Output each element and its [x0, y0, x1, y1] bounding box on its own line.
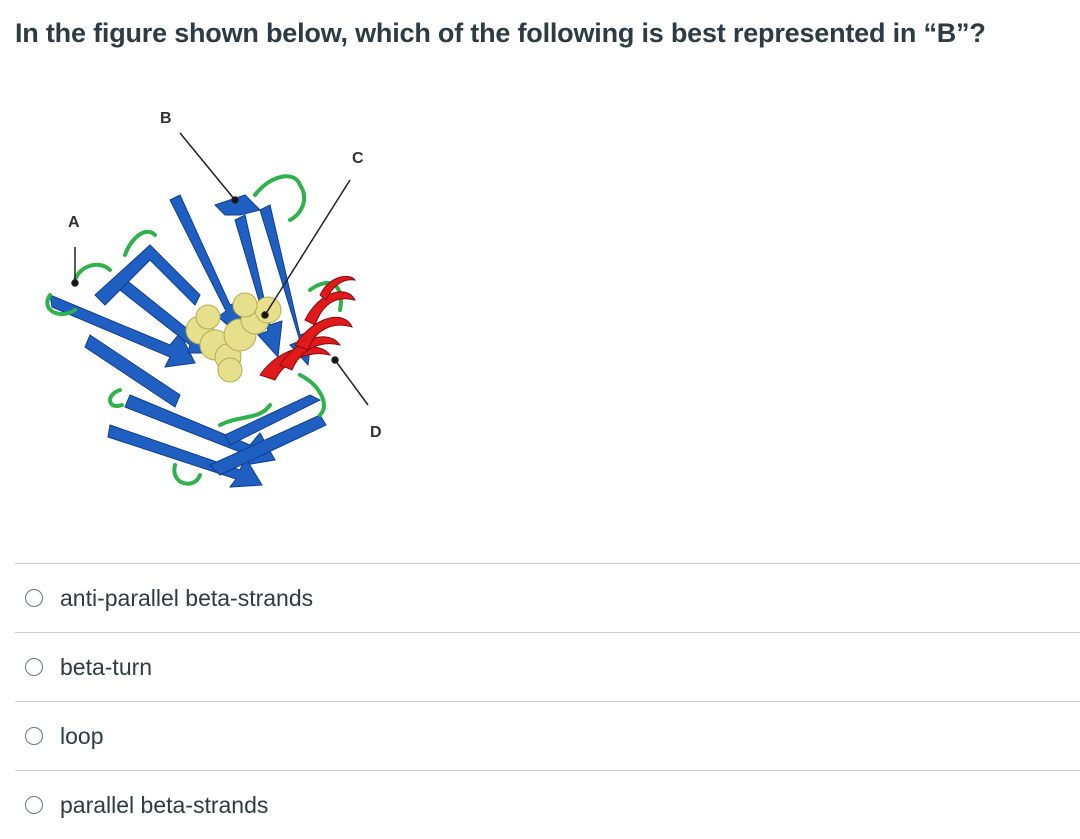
alpha-helix — [259, 275, 357, 381]
question-text: In the figure shown below, which of the … — [15, 18, 986, 48]
radio-button[interactable] — [25, 589, 43, 607]
ligand-spheres — [185, 292, 282, 383]
label-c: C — [352, 150, 364, 167]
answer-label: anti-parallel beta-strands — [60, 584, 314, 611]
answer-option[interactable]: loop — [15, 702, 1080, 771]
radio-button[interactable] — [25, 796, 43, 814]
label-a: A — [68, 214, 80, 231]
answer-option[interactable]: anti-parallel beta-strands — [15, 564, 1080, 633]
beta-strands — [49, 194, 327, 488]
label-b: B — [160, 110, 172, 127]
radio-button[interactable] — [25, 727, 43, 745]
answer-label: loop — [60, 722, 104, 749]
protein-structure-figure: A B C D — [45, 110, 382, 488]
answer-list: anti-parallel beta-strands beta-turn loo… — [15, 563, 1080, 839]
label-d: D — [370, 424, 382, 441]
answer-option[interactable]: beta-turn — [15, 633, 1080, 702]
answer-option[interactable]: parallel beta-strands — [15, 771, 1080, 839]
answer-label: parallel beta-strands — [60, 791, 269, 818]
answer-label: beta-turn — [60, 653, 153, 680]
radio-button[interactable] — [25, 658, 43, 676]
loops — [45, 174, 343, 486]
figure-labels: A B C D — [68, 110, 382, 441]
pointer-lines — [71, 132, 369, 406]
